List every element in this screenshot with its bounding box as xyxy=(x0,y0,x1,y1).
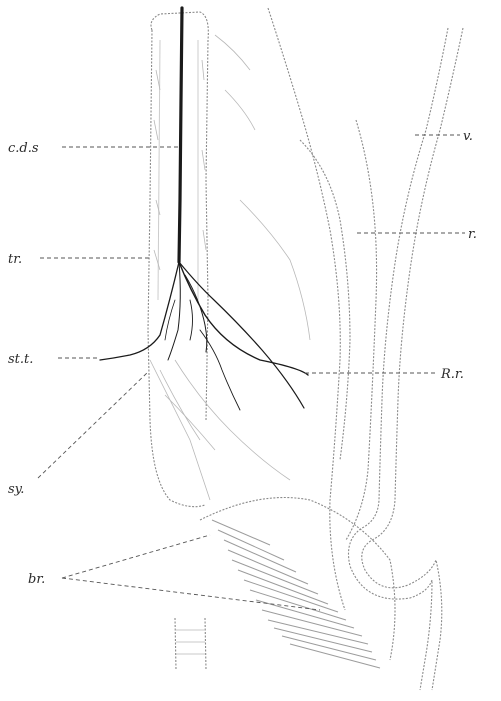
label-rr: R.r. xyxy=(440,367,464,382)
leader-sy xyxy=(38,372,148,478)
vertebral-stub xyxy=(175,618,206,670)
body-outline xyxy=(215,8,350,610)
label-stt: st.t. xyxy=(8,352,33,367)
right-vessel xyxy=(346,28,463,690)
label-sy: sy. xyxy=(8,482,24,497)
label-br: br. xyxy=(28,572,45,587)
label-cds: c.d.s xyxy=(8,141,39,156)
leader-br-2 xyxy=(62,578,320,610)
label-r: r. xyxy=(468,227,477,242)
leader-lines xyxy=(38,135,465,610)
leader-br-1 xyxy=(62,535,210,578)
labels: c.d.s tr. st.t. sy. br. v. r. R.r. xyxy=(8,129,477,587)
gill-arches xyxy=(200,498,395,669)
label-tr: tr. xyxy=(8,252,22,267)
nerve-trunk xyxy=(100,8,308,410)
sympathetic-region xyxy=(150,360,290,500)
label-v: v. xyxy=(463,129,473,144)
